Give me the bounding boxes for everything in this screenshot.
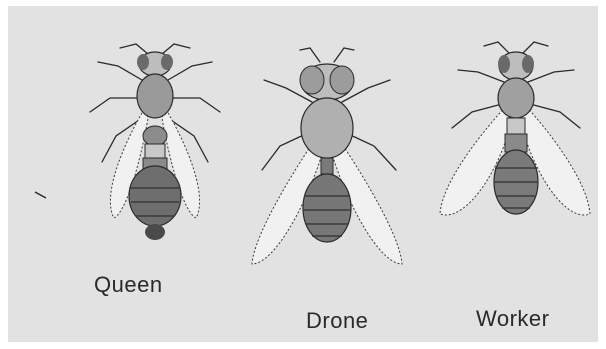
worker-label: Worker [476,306,550,332]
drone-label: Drone [306,308,368,334]
worker-bee-illustration [428,32,598,252]
stray-mark [34,190,48,200]
queen-label: Queen [94,272,163,298]
illustration-panel: Queen Drone Worker [8,6,600,342]
drone-bee-illustration [240,36,415,286]
queen-bee-illustration [70,36,240,256]
